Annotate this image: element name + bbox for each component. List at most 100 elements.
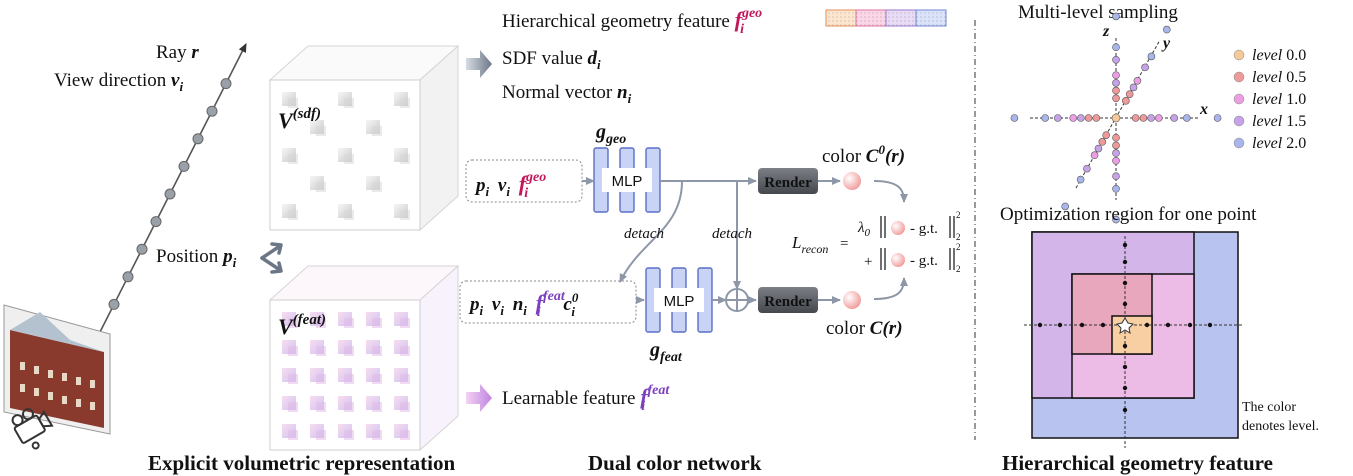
voxel-shadow: [372, 126, 382, 136]
ray-label: Ray r: [156, 42, 199, 63]
sample-point: [1102, 131, 1110, 139]
voxel-shadow: [400, 402, 410, 412]
sample-point: [1084, 114, 1093, 122]
sample-point: [1122, 97, 1130, 105]
sample-point: [1112, 172, 1120, 180]
voxel-shadow: [288, 210, 298, 220]
voxel-shadow: [288, 154, 298, 164]
sample-point: [1129, 83, 1138, 92]
opt-dot: [1122, 343, 1128, 349]
voxel-shadow: [344, 430, 354, 440]
camera-icon: [11, 408, 54, 450]
color-note-line1: The color: [1242, 400, 1296, 415]
voxel-shadow: [400, 154, 410, 164]
voxel-shadow: [316, 374, 326, 384]
ray-sample-point: [136, 243, 148, 255]
vfeat-label: V(feat): [278, 312, 326, 339]
svg-text:+: +: [864, 254, 872, 270]
svg-text:2: 2: [956, 264, 961, 274]
ray-sample-points: [108, 78, 232, 310]
voxel-shadow: [344, 346, 354, 356]
caption-middle: Dual color network: [588, 451, 762, 475]
sample-point: [1147, 52, 1156, 61]
voxel-shadow: [316, 182, 326, 192]
sample-point: [1076, 175, 1085, 184]
sample-point: [1170, 114, 1178, 122]
feature-voxels: [282, 312, 410, 440]
voxel-shadow: [344, 374, 354, 384]
lambda-symbol: λ0: [857, 220, 871, 239]
sample-point: [1112, 86, 1120, 95]
voxel-shadow: [316, 126, 326, 136]
legend-label: level 1.5: [1252, 113, 1306, 130]
voxel-shadow: [372, 182, 382, 192]
legend-label: level 1.0: [1252, 91, 1306, 108]
ray-sample-point: [164, 188, 176, 200]
color-c0-ball: [843, 172, 861, 190]
normal-vector-label: Normal vector ni: [502, 82, 632, 106]
ray-group: [99, 43, 247, 333]
opt-dot: [1122, 407, 1128, 413]
l-recon-symbol: Lrecon: [791, 233, 828, 256]
sample-point: [1131, 114, 1140, 122]
sample-point: [1077, 114, 1085, 122]
caption-right: Hierarchical geometry feature: [1002, 451, 1273, 475]
voxel-shadow: [344, 210, 354, 220]
opt-dot: [1187, 322, 1193, 328]
voxel-shadow: [344, 98, 354, 108]
sample-point: [1112, 133, 1120, 142]
sample-point: [1112, 215, 1120, 224]
mlp-geo-block: MLP: [593, 147, 661, 213]
svg-text:2: 2: [956, 210, 961, 220]
sample-point: [1163, 25, 1171, 34]
opt-dot: [1122, 385, 1128, 391]
svg-text:- g.t.: - g.t.: [910, 253, 938, 269]
sample-point: [1139, 114, 1148, 122]
vsdf-label: V(sdf): [278, 106, 321, 133]
ray-sample-point: [122, 271, 134, 283]
sampling-points: [1010, 12, 1222, 224]
detach-label-2: detach: [712, 226, 752, 242]
opt-dot: [1122, 242, 1128, 248]
sample-point: [1112, 79, 1120, 87]
sample-point: [1213, 114, 1222, 122]
render-button-bottom: Render: [758, 287, 818, 313]
voxel-shadow: [288, 346, 298, 356]
opt-dot: [1122, 259, 1128, 265]
sample-point: [1054, 114, 1062, 122]
voxel-shadow: [372, 430, 382, 440]
opt-dot: [1122, 301, 1128, 307]
legend-label: level 2.0: [1252, 135, 1306, 152]
sample-point: [1183, 114, 1191, 122]
sdf-output-arrow: [466, 50, 492, 78]
voxel-shadow: [372, 346, 382, 356]
sdf-value-label: SDF value di: [502, 48, 601, 72]
sample-point: [1133, 76, 1142, 85]
position-split-arrow: [260, 242, 283, 274]
mlp-feat-block: MLP: [645, 267, 713, 333]
sample-point: [1083, 164, 1091, 173]
svg-text:Render: Render: [764, 175, 812, 191]
voxel-shadow: [400, 346, 410, 356]
opt-dot: [1165, 322, 1171, 328]
opt-dot: [1207, 322, 1213, 328]
voxel-shadow: [288, 318, 298, 328]
opt-dot: [1079, 322, 1085, 328]
axis-y-label: y: [1161, 35, 1171, 52]
sample-point: [1112, 149, 1120, 157]
voxel-shadow: [344, 318, 354, 328]
sample-point: [1125, 90, 1134, 98]
color-c-ball: [843, 291, 861, 309]
voxel-shadow: [344, 402, 354, 412]
input-image: [3, 304, 111, 435]
voxel-shadow: [316, 346, 326, 356]
sample-point: [1010, 114, 1019, 122]
legend-label: level 0.5: [1252, 69, 1306, 86]
caption-left: Explicit volumetric representation: [148, 451, 455, 475]
voxel-shadow: [288, 374, 298, 384]
axis-z-label: z: [1102, 23, 1110, 40]
